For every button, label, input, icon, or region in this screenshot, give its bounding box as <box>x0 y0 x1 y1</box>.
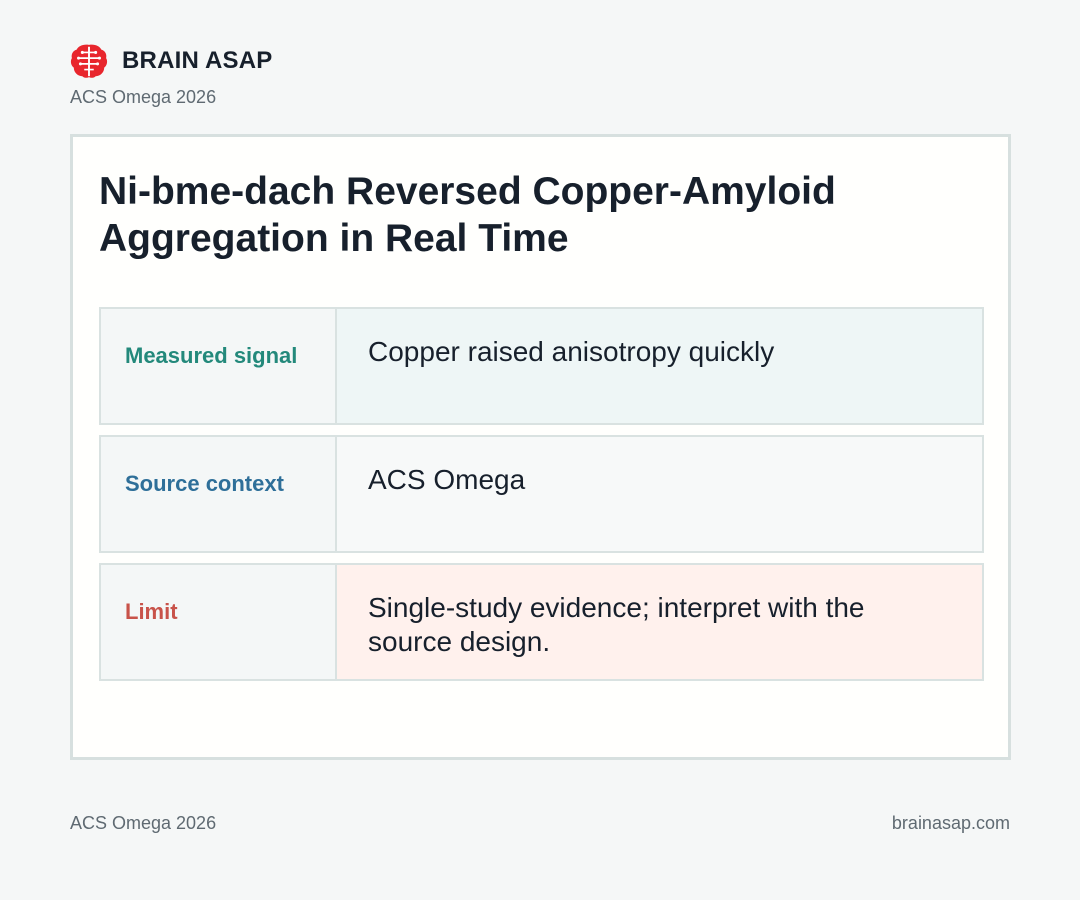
brand-header: BRAIN ASAP <box>70 42 272 80</box>
brand-subtitle: ACS Omega 2026 <box>70 87 217 107</box>
row-value: ACS Omega <box>337 437 982 551</box>
row-source-context: Source context ACS Omega <box>99 435 984 553</box>
row-limit: Limit Single-study evidence; interpret w… <box>99 563 984 681</box>
summary-card: Ni-bme-dach Reversed Copper-Amyloid Aggr… <box>70 134 1011 760</box>
row-label: Source context <box>101 437 337 551</box>
fact-table: Measured signal Copper raised anisotropy… <box>99 307 984 691</box>
footer-site-link[interactable]: brainasap.com <box>891 813 1010 833</box>
row-label: Limit <box>101 565 337 679</box>
row-measured-signal: Measured signal Copper raised anisotropy… <box>99 307 984 425</box>
row-value: Single-study evidence; interpret with th… <box>337 565 982 679</box>
footer-source: ACS Omega 2026 <box>70 813 217 833</box>
brand-name: BRAIN ASAP <box>122 47 273 74</box>
row-label: Measured signal <box>101 309 337 423</box>
brain-icon <box>70 44 108 78</box>
row-value: Copper raised anisotropy quickly <box>337 309 982 423</box>
card-title: Ni-bme-dach Reversed Copper-Amyloid Aggr… <box>99 170 836 260</box>
